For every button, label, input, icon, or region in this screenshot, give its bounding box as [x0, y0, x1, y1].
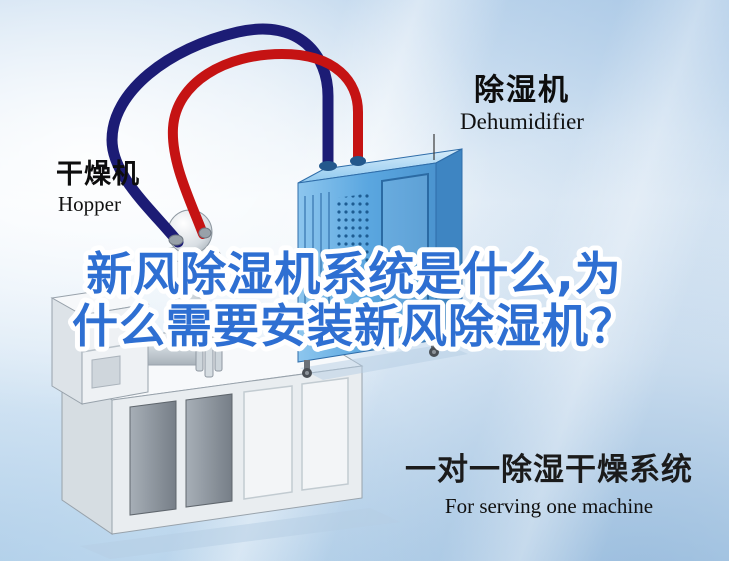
hopper-dryer-machine: [50, 209, 400, 559]
dehumidifier-grille: [336, 193, 372, 268]
hopper-label: 干燥机 Hopper: [56, 160, 176, 216]
dehumidifier-label: 除湿机 Dehumidifier: [434, 74, 610, 135]
machine-cabinet-seam: [81, 340, 149, 353]
barrel-flange-rib: [195, 326, 204, 372]
hose-fitting: [319, 161, 337, 171]
machine-panel-light: [301, 377, 349, 491]
dehumidifier-label-cn: 除湿机: [474, 73, 570, 108]
dehumidifier-unit: [297, 148, 468, 380]
bottom-caption-cn: 一对一除湿干燥系统: [405, 452, 693, 488]
bottom-caption-en: For serving one machine: [444, 493, 654, 518]
extruder-barrel: [147, 332, 199, 366]
machine-shadow: [80, 508, 400, 559]
dehumidifier-right-face: [435, 148, 463, 341]
hopper-label-cn: 干燥机: [56, 159, 140, 190]
hopper-label-en: Hopper: [58, 191, 121, 216]
machine-cabinet-vent: [91, 355, 121, 389]
dehumidifier-vent-slots: [304, 192, 330, 346]
barrel-flange-rib: [204, 320, 214, 378]
navy-return-hose: [106, 23, 334, 248]
dehumidifier-door: [381, 172, 429, 344]
barrel-flange-rib: [214, 326, 223, 372]
machine-cabinet-left: [51, 297, 83, 405]
caster-wheels: [302, 327, 463, 378]
machine-panel-light: [243, 385, 293, 500]
hose-fitting: [198, 227, 212, 239]
hose-fitting: [168, 234, 184, 246]
dehumidifier-shadow: [300, 344, 468, 380]
machine-panel-dark: [185, 393, 233, 508]
machine-cabinet-front: [81, 303, 149, 405]
bottom-caption: 一对一除湿干燥系统 For serving one machine: [400, 452, 698, 519]
hose-fitting: [350, 156, 366, 166]
hopper-neck: [182, 307, 200, 327]
machine-panel-dark: [129, 400, 177, 516]
red-supply-hose: [167, 48, 363, 239]
dehumidifier-label-en: Dehumidifier: [460, 109, 584, 134]
